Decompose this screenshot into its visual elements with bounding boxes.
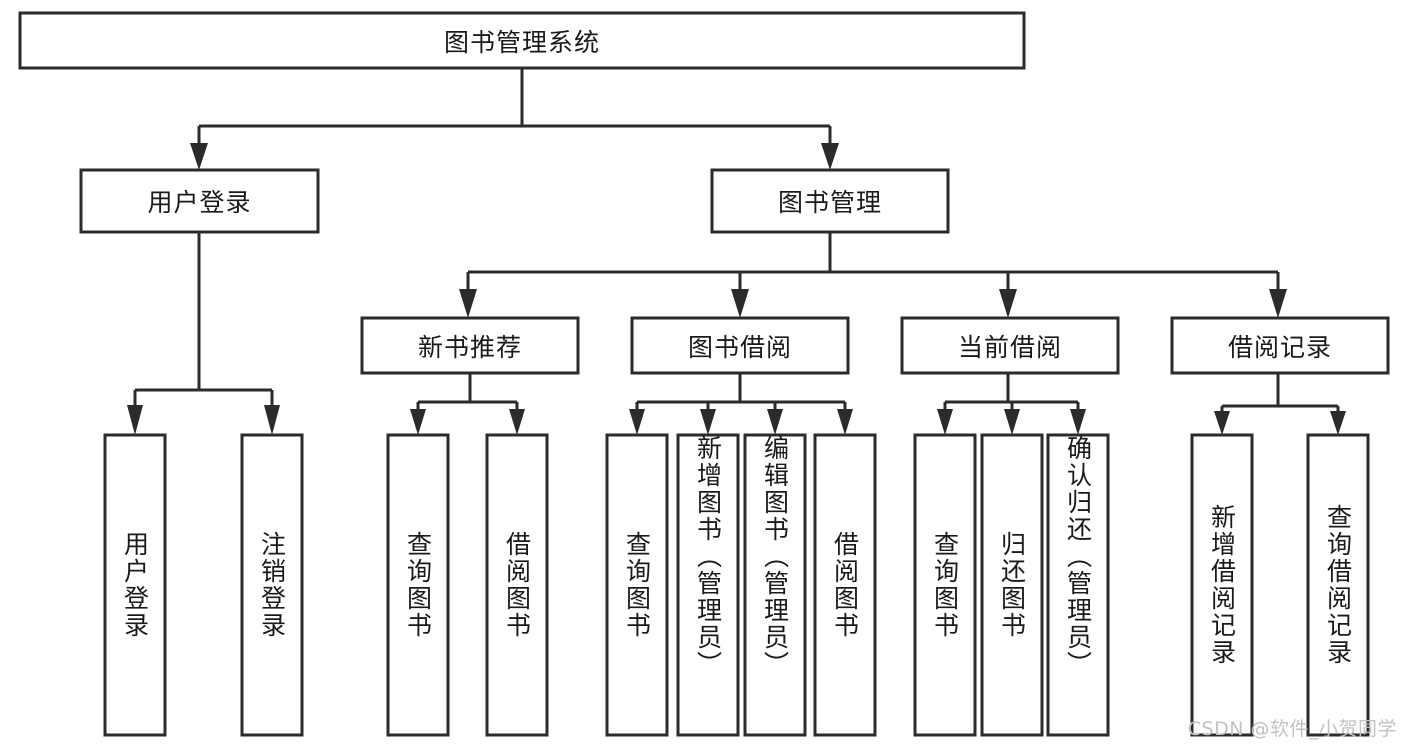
connector-group-current-borrow	[937, 373, 1086, 435]
node-box-new-book-recommend[interactable]	[360, 316, 580, 375]
arrow-head-icon	[700, 409, 716, 435]
arrow-head-icon	[937, 409, 953, 435]
leaf-box-7[interactable]	[813, 433, 877, 737]
leaf-box-2[interactable]	[386, 433, 450, 737]
connector-group-new-book	[410, 373, 525, 435]
leaf-box-10[interactable]	[1046, 433, 1110, 737]
connector-group-root	[190, 68, 839, 170]
node-box-borrow-record[interactable]	[1170, 316, 1390, 375]
leaf-box-5[interactable]	[676, 433, 740, 737]
arrow-head-icon	[1269, 289, 1287, 318]
leaf-box-8[interactable]	[913, 433, 977, 737]
leaf-box-4[interactable]	[605, 433, 669, 737]
node-box-book-management[interactable]	[710, 168, 950, 234]
node-box-current-borrow[interactable]	[900, 316, 1120, 375]
arrow-head-icon	[509, 409, 525, 435]
connector-group-borrow-record	[1214, 373, 1346, 435]
arrow-head-icon	[459, 289, 477, 318]
leaf-box-1[interactable]	[240, 433, 304, 737]
arrow-head-icon	[1070, 409, 1086, 435]
arrow-head-icon	[629, 409, 645, 435]
connector-group-book-mgmt	[459, 232, 1287, 318]
node-box-user-login[interactable]	[79, 168, 320, 234]
connector-group-user-login	[127, 232, 280, 435]
node-box-root[interactable]	[18, 11, 1026, 70]
arrow-head-icon	[1330, 411, 1346, 435]
arrow-head-icon	[999, 289, 1017, 318]
arrow-head-icon	[410, 409, 426, 435]
arrow-head-icon	[1214, 411, 1230, 435]
arrow-head-icon	[767, 409, 783, 435]
node-box-book-borrow[interactable]	[630, 316, 850, 375]
arrow-head-icon	[264, 405, 280, 435]
arrow-head-icon	[190, 143, 208, 170]
arrow-head-icon	[1004, 409, 1020, 435]
arrow-head-icon	[731, 289, 749, 318]
leaf-box-9[interactable]	[980, 433, 1044, 737]
arrow-head-icon	[837, 409, 853, 435]
leaf-box-6[interactable]	[743, 433, 807, 737]
leaf-box-0[interactable]	[103, 433, 167, 737]
leaf-box-11[interactable]	[1190, 433, 1254, 737]
arrow-head-icon	[821, 143, 839, 170]
arrow-head-icon	[127, 405, 143, 435]
leaf-box-12[interactable]	[1306, 433, 1370, 737]
connector-group-book-borrow	[629, 373, 853, 435]
leaf-box-3[interactable]	[485, 433, 549, 737]
